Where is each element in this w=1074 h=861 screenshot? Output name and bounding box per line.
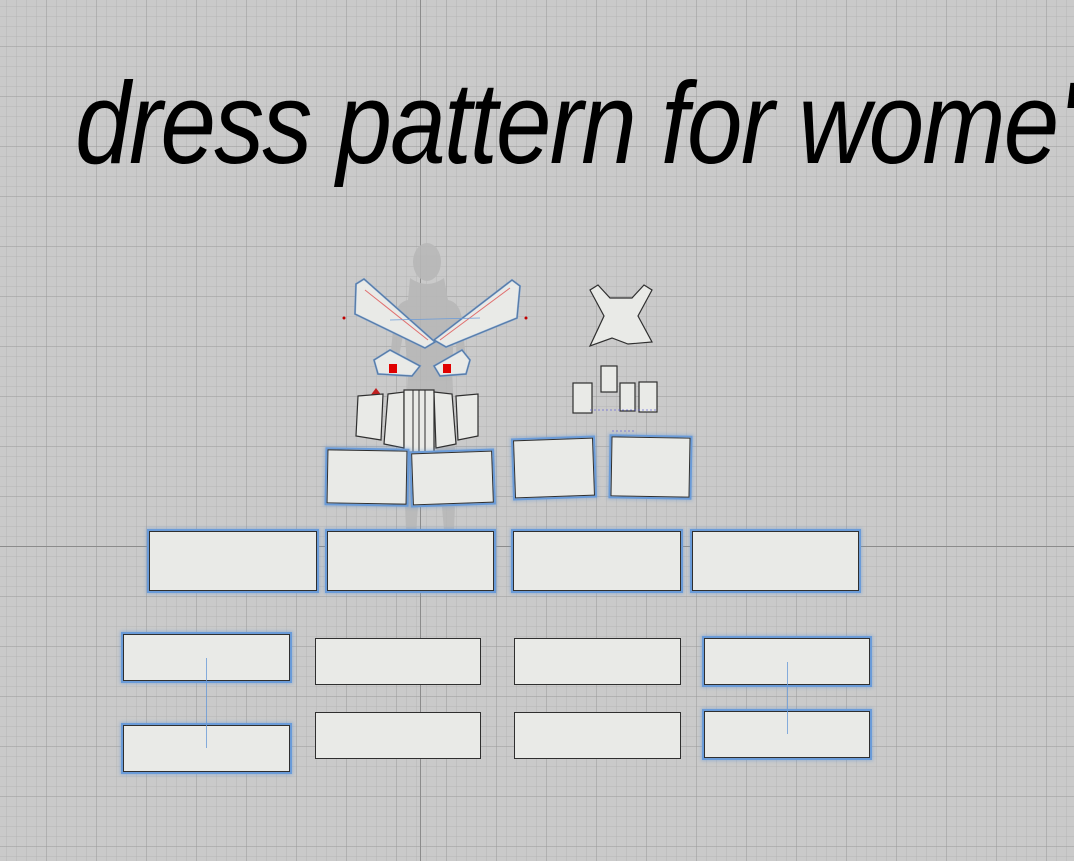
left-sleeve-seamline [364,289,429,341]
skirt-panel-4[interactable] [692,531,859,591]
skirt-yoke-piece-4[interactable] [610,436,691,498]
small-piece-1[interactable] [600,365,618,393]
left-bodice-top-selection [372,348,422,378]
skirt-yoke-piece-1[interactable] [326,449,408,505]
ruffle-piece-1[interactable] [123,634,290,681]
ruffle-piece-2[interactable] [315,638,481,685]
left-sleeve-selection [353,277,437,350]
waist-piece-1[interactable] [355,393,384,441]
skirt-yoke-piece-2[interactable] [411,450,494,506]
ruffle-piece-3[interactable] [514,638,681,685]
pattern-title: dress pattern for wome's [75,58,1074,188]
skirt-yoke-piece-3[interactable] [513,437,595,499]
skirt-panel-3[interactable] [513,531,681,591]
right-sleeve-seamline [439,287,511,341]
back-bodice-piece[interactable] [588,284,653,348]
waist-piece-5[interactable] [455,393,479,441]
link-line-right [787,662,788,734]
left-marker [389,364,397,373]
small-piece-2[interactable] [572,382,593,414]
small-piece-3[interactable] [619,382,636,412]
sleeve-connector-line [389,317,481,321]
small-piece-4[interactable] [638,381,658,413]
waist-piece-4[interactable] [433,391,457,449]
right-pin-point [524,316,528,320]
waist-piece-2[interactable] [383,391,405,449]
ruffle-piece-6[interactable] [315,712,481,759]
right-marker [443,364,451,373]
ruffle-piece-7[interactable] [514,712,681,759]
skirt-panel-2[interactable] [327,531,494,591]
right-sleeve-selection [432,278,522,349]
left-pin-point [342,316,346,320]
skirt-panel-1[interactable] [149,531,317,591]
right-bodice-top-selection [432,348,472,378]
link-line-left [206,658,207,748]
